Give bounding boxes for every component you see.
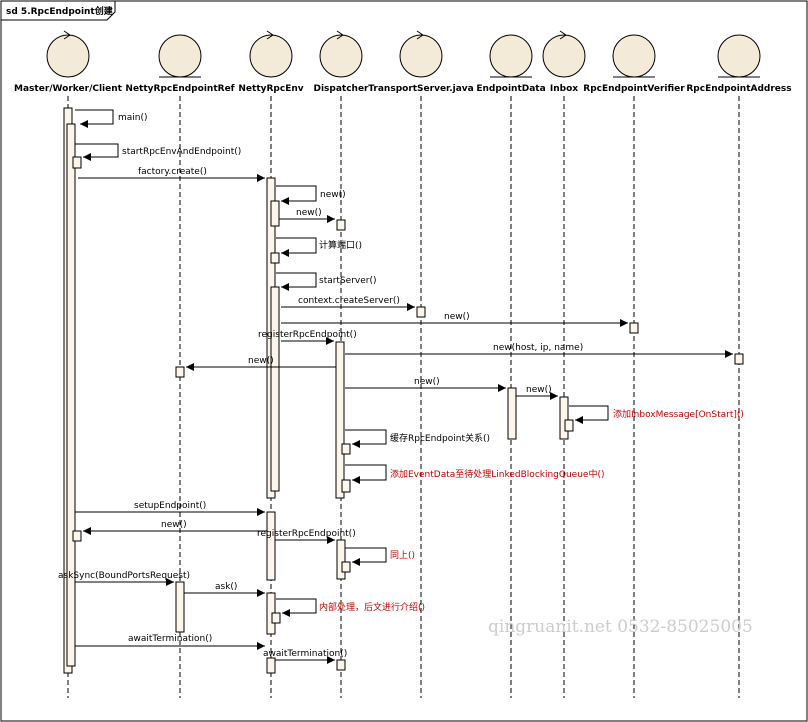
participant-verifier: RpcEndpointVerifier xyxy=(583,34,685,94)
svg-text:new(): new() xyxy=(248,356,274,366)
watermark: qingruanit.net 0532-85025005 xyxy=(488,617,753,637)
svg-text:new(): new() xyxy=(296,208,322,218)
message-cache-endpoint: 缓存RpcEndpoint关系() xyxy=(345,429,490,448)
message-internal-handling: 内部处理，后文进行介绍() xyxy=(276,598,425,617)
message-register-rpc-endpoint: registerRpcEndpoint() xyxy=(258,330,357,345)
message-factory-create: factory.create() xyxy=(78,167,265,182)
svg-text:awaitTermination(): awaitTermination() xyxy=(263,649,347,659)
participant-label: RpcEndpointVerifier xyxy=(583,84,685,94)
svg-text:new(host, ip, name): new(host, ip, name) xyxy=(493,343,583,353)
svg-text:context.createServer(): context.createServer() xyxy=(298,296,400,306)
control-icon xyxy=(46,34,90,78)
message-ask-sync: askSync(BoundPortsRequest) xyxy=(58,571,190,586)
control-icon xyxy=(399,34,443,78)
control-icon xyxy=(319,34,363,78)
frame-title: sd 5.RpcEndpoint创建 xyxy=(6,5,114,17)
participant-label: Master/Worker/Client xyxy=(14,84,123,94)
svg-text:添加EventData至待处理LinkedBlockingQ: 添加EventData至待处理LinkedBlockingQueue中() xyxy=(390,468,604,480)
svg-text:缓存RpcEndpoint关系(): 缓存RpcEndpoint关系() xyxy=(390,432,490,444)
svg-text:new(): new() xyxy=(161,520,187,530)
svg-text:main(): main() xyxy=(118,113,148,123)
message-new-inbox: new() xyxy=(516,385,558,400)
entity-icon xyxy=(612,34,656,78)
message-create-server: context.createServer() xyxy=(281,296,415,311)
participant-label: EndpointData xyxy=(476,84,545,94)
message-await-termination: awaitTermination() xyxy=(75,634,265,650)
svg-text:new(): new() xyxy=(444,312,470,322)
svg-text:registerRpcEndpoint(): registerRpcEndpoint() xyxy=(258,330,357,340)
message-main: main() xyxy=(75,109,148,128)
svg-text:new(): new() xyxy=(320,190,346,200)
svg-text:new(): new() xyxy=(414,377,440,387)
svg-text:内部处理，后文进行介绍(): 内部处理，后文进行介绍() xyxy=(319,601,425,613)
participant-label: RpcEndpointAddress xyxy=(686,84,791,94)
svg-text:askSync(BoundPortsRequest): askSync(BoundPortsRequest) xyxy=(58,571,190,581)
message-compute-port: 计算端口() xyxy=(276,237,362,257)
control-icon xyxy=(542,34,586,78)
activation-bars xyxy=(63,107,744,674)
participant-master: Master/Worker/Client xyxy=(14,30,123,94)
message-start-server: startServer() xyxy=(276,272,377,291)
svg-text:startRpcEnvAndEndpoint(): startRpcEnvAndEndpoint() xyxy=(122,147,241,157)
svg-text:同上(): 同上() xyxy=(390,550,415,561)
control-icon xyxy=(249,34,293,78)
message-start-rpc-env: startRpcEnvAndEndpoint() xyxy=(75,143,241,161)
participant-dispatcher: Dispatcher xyxy=(313,30,369,94)
svg-text:计算端口(): 计算端口() xyxy=(319,239,362,251)
participant-address: RpcEndpointAddress xyxy=(686,34,792,94)
message-new-ref: new() xyxy=(186,356,336,371)
entity-icon xyxy=(489,34,533,78)
message-new-address: new(host, ip, name) xyxy=(345,343,733,358)
entity-icon xyxy=(717,34,761,78)
svg-text:startServer(): startServer() xyxy=(319,276,377,286)
participant-label: NettyRpcEndpointRef xyxy=(125,84,234,94)
message-new-return: new() xyxy=(83,520,267,535)
svg-text:添加InboxMessage[OnStart](): 添加InboxMessage[OnStart]() xyxy=(613,409,744,420)
message-new-env-self: new() xyxy=(276,185,346,205)
frame-title-tab xyxy=(0,0,116,21)
participant-env: NettyRpcEnv xyxy=(238,30,304,94)
svg-text:awaitTermination(): awaitTermination() xyxy=(128,634,212,644)
participant-inbox: Inbox xyxy=(542,30,586,94)
message-register-rpc-endpoint-2: registerRpcEndpoint() xyxy=(257,529,356,544)
message-setup-endpoint: setupEndpoint() xyxy=(75,501,265,516)
message-add-event-data: 添加EventData至待处理LinkedBlockingQueue中() xyxy=(345,464,604,484)
message-await-termination-2: awaitTermination() xyxy=(263,649,347,664)
participant-ref: NettyRpcEndpointRef xyxy=(125,34,235,94)
entity-icon xyxy=(158,34,202,78)
participant-label: NettyRpcEnv xyxy=(238,84,303,94)
participant-label: Dispatcher xyxy=(313,84,369,94)
message-add-inbox-message: 添加InboxMessage[OnStart]() xyxy=(569,405,744,424)
participant-transport-server: TransportServer.java xyxy=(368,30,474,94)
participant-endpoint-data: EndpointData xyxy=(476,34,546,94)
message-new-dispatcher: new() xyxy=(279,208,335,223)
message-same-as-above: 同上() xyxy=(345,547,415,566)
svg-text:registerRpcEndpoint(): registerRpcEndpoint() xyxy=(257,529,356,539)
svg-text:factory.create(): factory.create() xyxy=(138,167,207,177)
svg-text:ask(): ask() xyxy=(215,582,237,592)
participant-label: TransportServer.java xyxy=(368,84,473,94)
svg-text:setupEndpoint(): setupEndpoint() xyxy=(134,501,206,511)
message-new-endpoint-data: new() xyxy=(345,377,506,392)
participant-label: Inbox xyxy=(550,84,578,94)
svg-text:new(): new() xyxy=(526,385,552,395)
message-new-verifier: new() xyxy=(281,312,628,327)
message-ask: ask() xyxy=(184,582,265,597)
